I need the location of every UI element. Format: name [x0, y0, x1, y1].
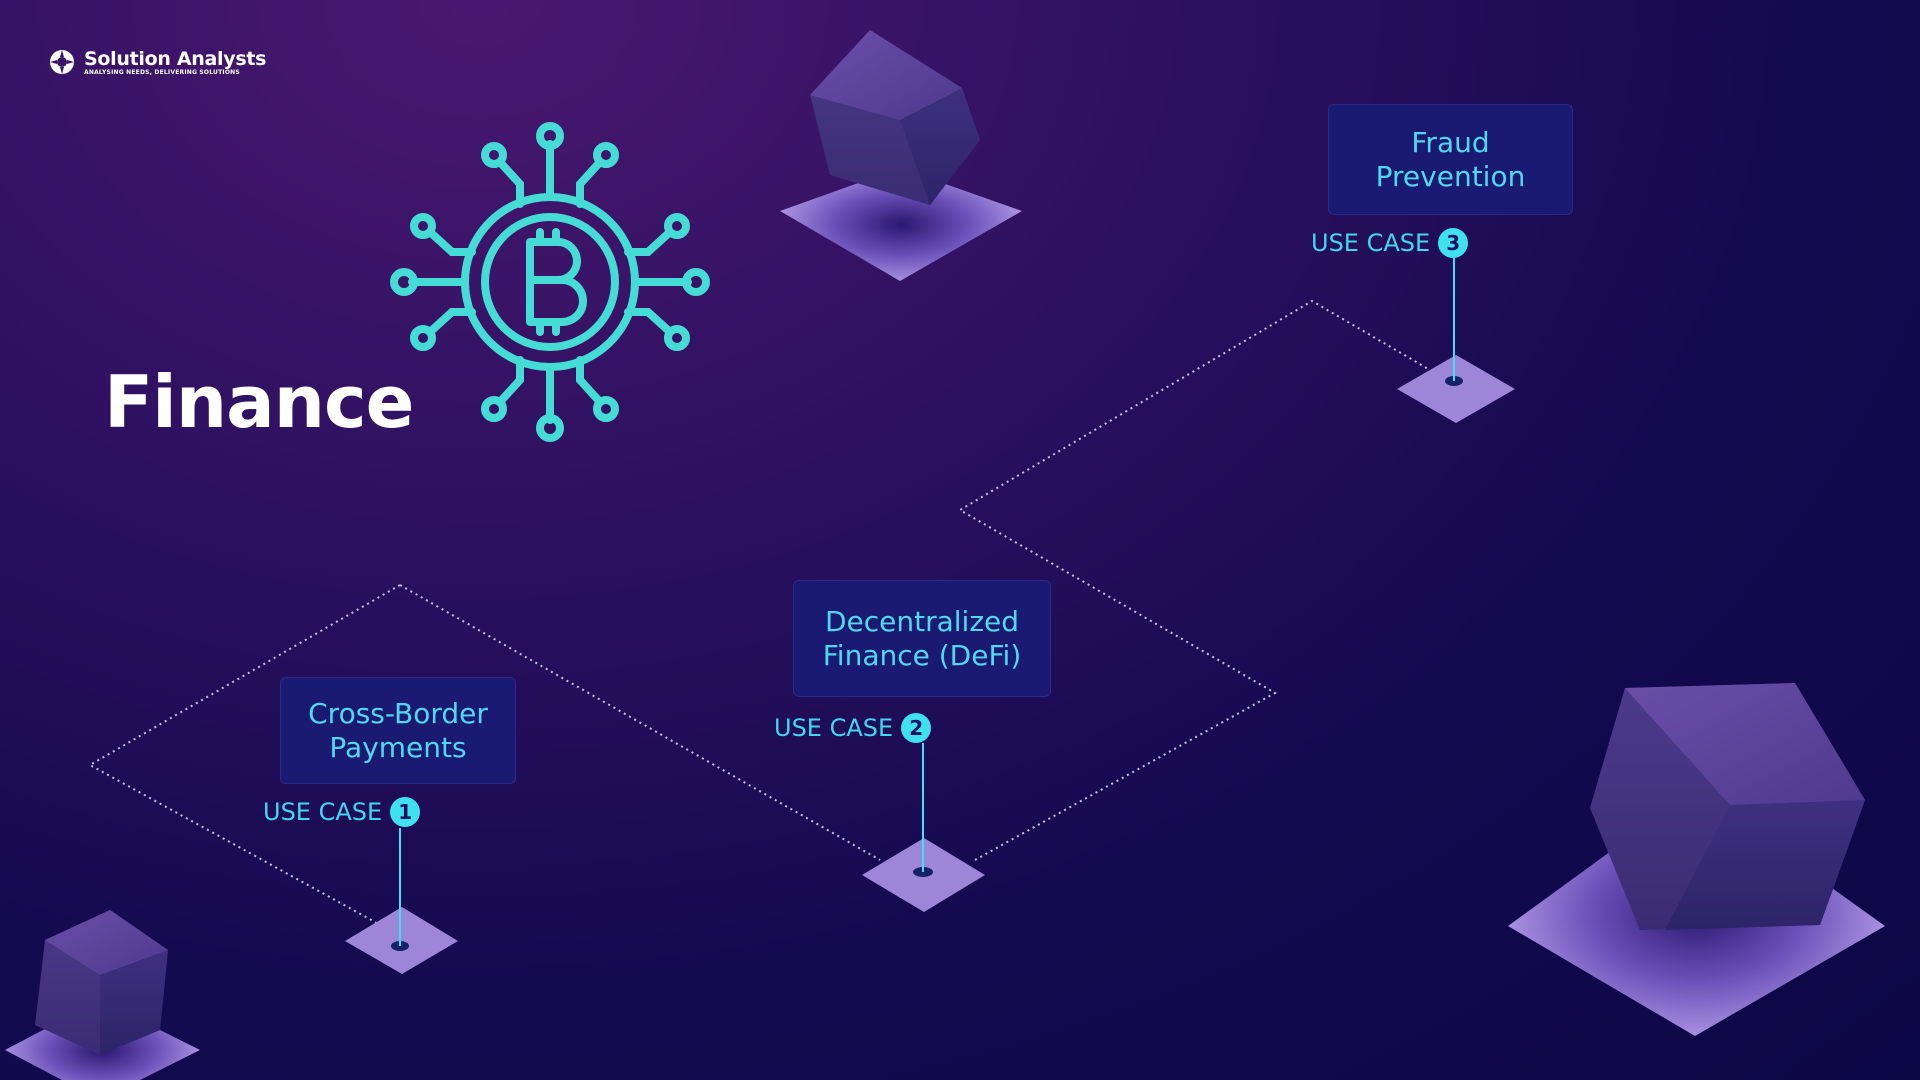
platform-3	[1397, 355, 1515, 423]
use-case-title: Fraud Prevention	[1375, 125, 1526, 193]
page-title: Finance	[104, 360, 414, 444]
logo[interactable]: Solution Analysts ANALYSING NEEDS, DELIV…	[48, 48, 266, 76]
platform-1	[345, 907, 458, 974]
use-case-box-3: Fraud Prevention	[1328, 104, 1573, 215]
use-case-number-badge: 2	[901, 713, 932, 743]
use-case-label-text: USE CASE	[774, 714, 894, 742]
logo-tagline: ANALYSING NEEDS, DELIVERING SOLUTIONS	[84, 68, 240, 76]
use-case-label-1: USE CASE 1	[263, 797, 421, 827]
use-case-box-2: Decentralized Finance (DeFi)	[793, 580, 1051, 697]
use-case-title: Decentralized Finance (DeFi)	[822, 604, 1022, 672]
flow-path-dotted	[399, 584, 881, 861]
use-case-title: Cross-Border Payments	[308, 696, 488, 764]
use-case-label-text: USE CASE	[263, 798, 383, 826]
cube-bottom-left	[5, 910, 200, 1080]
use-case-number-badge: 3	[1438, 228, 1469, 258]
use-case-label-2: USE CASE 2	[774, 713, 932, 743]
cube-top-center	[780, 30, 1022, 281]
use-case-number-badge: 1	[390, 797, 421, 827]
bitcoin-network-icon	[390, 122, 710, 442]
flow-path-dotted	[958, 299, 1431, 861]
star-burst-icon	[50, 50, 74, 74]
logo-brand: Solution Analysts	[84, 47, 267, 70]
use-case-box-1: Cross-Border Payments	[280, 677, 516, 784]
cube-bottom-right	[1508, 683, 1885, 1036]
use-case-label-3: USE CASE 3	[1311, 228, 1469, 258]
use-case-label-text: USE CASE	[1311, 229, 1431, 257]
